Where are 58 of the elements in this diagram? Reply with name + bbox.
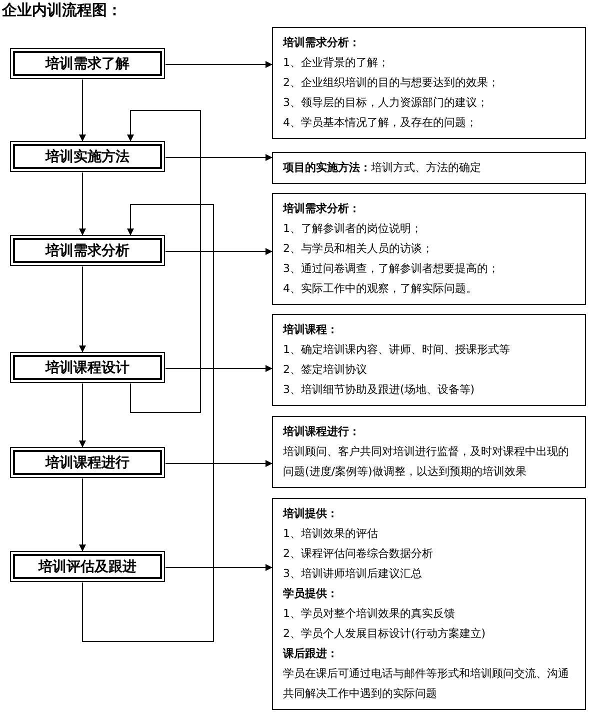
note-heading: 培训课程进行：: [283, 424, 361, 440]
note-text: 2、与学员和相关人员的访谈；: [283, 241, 434, 257]
arrow: [79, 383, 86, 448]
note-text: 1、学员对整个培训效果的真实反馈: [283, 606, 456, 622]
step-label: 培训课程进行: [46, 454, 130, 472]
note-box: [272, 314, 586, 406]
process-box: [10, 48, 165, 79]
arrow: [165, 248, 273, 255]
note-text: 1、培训效果的评估: [283, 526, 379, 542]
note-heading: 课后跟进：: [283, 646, 339, 662]
note-text: 3、培训讲师培训后建议汇总: [283, 566, 423, 582]
arrow: [79, 266, 86, 353]
note-heading: 培训需求分析：: [283, 201, 361, 217]
note-text: 2、学员个人发展目标设计(行动方案建立): [283, 626, 487, 642]
arrow: [82, 204, 214, 642]
arrow: [165, 365, 273, 372]
step-label: 培训实施方法: [46, 148, 130, 166]
note-heading: 培训提供：: [283, 506, 339, 522]
diagram-title: 企业内训流程图：: [2, 0, 122, 20]
arrow: [165, 61, 273, 68]
step-label: 培训课程设计: [46, 358, 130, 376]
step-label: 培训评估及跟进: [38, 558, 136, 576]
arrow: [165, 564, 273, 571]
note-text: 4、学员基本情况了解，及存在的问题；: [283, 115, 478, 131]
note-text: 1、了解参训者的岗位说明；: [283, 221, 423, 237]
note-box: [272, 152, 586, 184]
note-text: 项目的实施方法：培训方式、方法的确定: [283, 160, 482, 176]
process-box: [10, 235, 165, 266]
note-text: 2、签定培训协议: [283, 362, 368, 378]
process-box: [10, 551, 165, 582]
note-box: [272, 27, 586, 139]
process-box: [10, 141, 165, 172]
note-text: 学员在课后可通过电话与邮件等形式和培训顾问交流、沟通共同解决工作中遇到的实际问题: [283, 666, 570, 702]
step-label: 培训需求分析: [46, 242, 130, 260]
note-box: [272, 193, 586, 305]
arrow: [127, 110, 201, 413]
note-heading: 学员提供：: [283, 586, 339, 602]
note-text: 培训顾问、客户共同对培训进行监督，及时对课程中出现的问题(进度/案例等)做调整，以达到预期的培训效果: [283, 444, 570, 480]
note-heading: 培训课程：: [283, 322, 339, 338]
note-text: 3、通过问卷调查，了解参训者想要提高的；: [283, 261, 500, 277]
arrow: [165, 460, 273, 467]
arrow: [79, 79, 86, 142]
note-text: 1、企业背景的了解；: [283, 55, 390, 71]
note-box: [272, 416, 586, 488]
note-text: 2、课程评估问卷综合数据分析: [283, 546, 434, 562]
note-text: 3、培训细节协助及跟进(场地、设备等): [283, 382, 476, 398]
arrow: [165, 154, 273, 161]
note-text: 3、领导层的目标，人力资源部门的建议；: [283, 95, 489, 111]
note-heading: 培训需求分析：: [283, 35, 361, 51]
note-text: 4、实际工作中的观察，了解实际问题。: [283, 281, 478, 297]
note-box: [272, 498, 586, 710]
arrow: [79, 172, 86, 236]
process-box: [10, 447, 165, 478]
arrow: [79, 478, 86, 552]
note-text: 1、确定培训课内容、讲师、时间、授课形式等: [283, 342, 511, 358]
process-box: [10, 352, 165, 383]
note-text: 2、企业组织培训的目的与想要达到的效果；: [283, 75, 500, 91]
step-label: 培训需求了解: [46, 54, 130, 72]
